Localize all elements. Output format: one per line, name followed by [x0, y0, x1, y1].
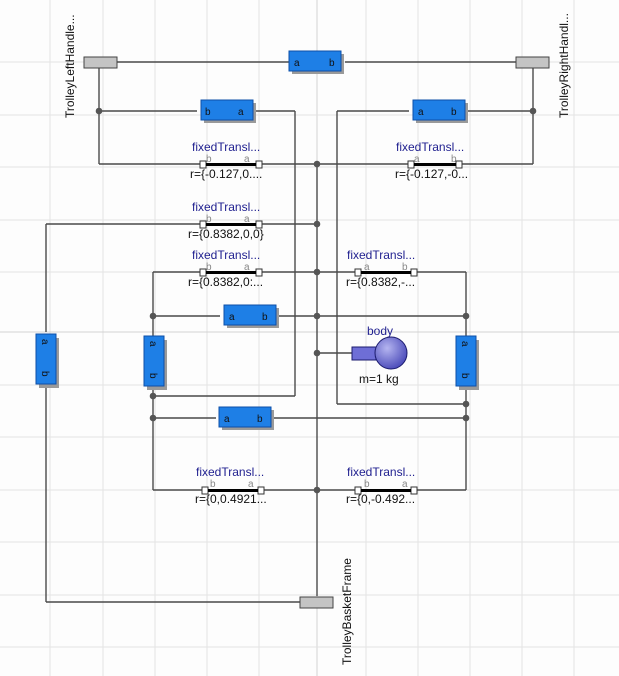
prismatic-middle[interactable]: a b: [223, 304, 279, 328]
svg-text:a: a: [294, 58, 300, 69]
svg-text:b: b: [329, 58, 335, 69]
svg-text:fixedTransl...: fixedTransl...: [192, 200, 260, 214]
svg-text:b: b: [257, 414, 263, 425]
svg-text:fixedTransl...: fixedTransl...: [396, 140, 464, 154]
svg-text:a: a: [238, 107, 244, 118]
frame-basket-label: TrolleyBasketFrame: [340, 558, 354, 665]
svg-text:body: body: [367, 324, 393, 338]
svg-text:a: a: [248, 479, 254, 490]
svg-text:a: a: [147, 341, 158, 347]
svg-text:r={0,0.4921...: r={0,0.4921...: [195, 492, 267, 506]
svg-text:r={0.8382,0:...: r={0.8382,0:...: [188, 275, 263, 289]
svg-text:b: b: [402, 262, 408, 273]
svg-text:b: b: [147, 373, 158, 379]
prismatic-vertical-left[interactable]: a b: [35, 333, 59, 388]
fixed-translation-7[interactable]: fixedTransl... b a r={0,-0.492...: [346, 465, 418, 506]
junction-dots: [95, 107, 537, 494]
prismatic-top[interactable]: a b: [288, 50, 344, 74]
svg-text:b: b: [451, 107, 457, 118]
frame-left-handle-label: TrolleyLeftHandle...: [63, 14, 77, 118]
svg-text:fixedTransl...: fixedTransl...: [196, 465, 264, 479]
svg-text:b: b: [364, 479, 370, 490]
svg-text:a: a: [39, 339, 50, 345]
frame-left-handle[interactable]: TrolleyLeftHandle...: [63, 14, 118, 118]
fixed-translation-3[interactable]: fixedTransl... b a r={0.8382,0,0}: [188, 200, 264, 241]
prismatic-upper-left[interactable]: b a: [200, 99, 256, 123]
svg-text:a: a: [229, 312, 235, 323]
svg-text:b: b: [39, 371, 50, 377]
prismatic-lower[interactable]: a b: [218, 406, 274, 430]
svg-text:fixedTransl...: fixedTransl...: [347, 248, 415, 262]
connection-wires: [45, 61, 534, 603]
svg-text:a: a: [418, 107, 424, 118]
svg-text:b: b: [459, 373, 470, 379]
svg-text:r={0.8382,0,0}: r={0.8382,0,0}: [188, 227, 264, 241]
svg-text:b: b: [205, 107, 211, 118]
frame-right-handle[interactable]: TrolleyRightHandl...: [515, 13, 571, 118]
svg-text:fixedTransl...: fixedTransl...: [192, 140, 260, 154]
svg-text:a: a: [244, 262, 250, 273]
frame-right-handle-label: TrolleyRightHandl...: [557, 13, 571, 118]
svg-text:b: b: [262, 312, 268, 323]
svg-text:fixedTransl...: fixedTransl...: [192, 248, 260, 262]
svg-text:a: a: [414, 154, 420, 165]
svg-text:m=1 kg: m=1 kg: [359, 372, 399, 386]
frame-basket[interactable]: TrolleyBasketFrame: [299, 558, 354, 665]
prismatic-upper-right[interactable]: a b: [412, 99, 468, 123]
prismatic-vertical-center-left[interactable]: a b: [143, 335, 167, 390]
fixed-translation-5[interactable]: fixedTransl... a b r={0.8382,-...: [346, 248, 418, 289]
svg-text:r={0.8382,-...: r={0.8382,-...: [346, 275, 415, 289]
svg-text:a: a: [364, 262, 370, 273]
fixed-translation-2[interactable]: fixedTransl... a b r={-0.127,-0...: [395, 140, 468, 181]
svg-text:a: a: [244, 214, 250, 225]
svg-text:r={0,-0.492...: r={0,-0.492...: [346, 492, 415, 506]
body-component[interactable]: body m=1 kg: [351, 324, 408, 386]
svg-text:b: b: [206, 214, 212, 225]
svg-text:r={-0.127,0....: r={-0.127,0....: [190, 167, 262, 181]
svg-text:b: b: [451, 154, 457, 165]
svg-text:b: b: [210, 479, 216, 490]
svg-text:b: b: [206, 154, 212, 165]
svg-text:a: a: [402, 479, 408, 490]
fixed-translation-6[interactable]: fixedTransl... b a r={0,0.4921...: [195, 465, 267, 506]
svg-text:fixedTransl...: fixedTransl...: [347, 465, 415, 479]
fixed-translation-1[interactable]: fixedTransl... b a r={-0.127,0....: [190, 140, 263, 181]
svg-text:a: a: [459, 341, 470, 347]
svg-text:b: b: [206, 262, 212, 273]
fixed-translation-4[interactable]: fixedTransl... b a r={0.8382,0:...: [188, 248, 263, 289]
svg-text:r={-0.127,-0...: r={-0.127,-0...: [395, 167, 468, 181]
prismatic-vertical-right[interactable]: a b: [455, 335, 479, 390]
svg-text:a: a: [224, 414, 230, 425]
svg-text:a: a: [244, 154, 250, 165]
